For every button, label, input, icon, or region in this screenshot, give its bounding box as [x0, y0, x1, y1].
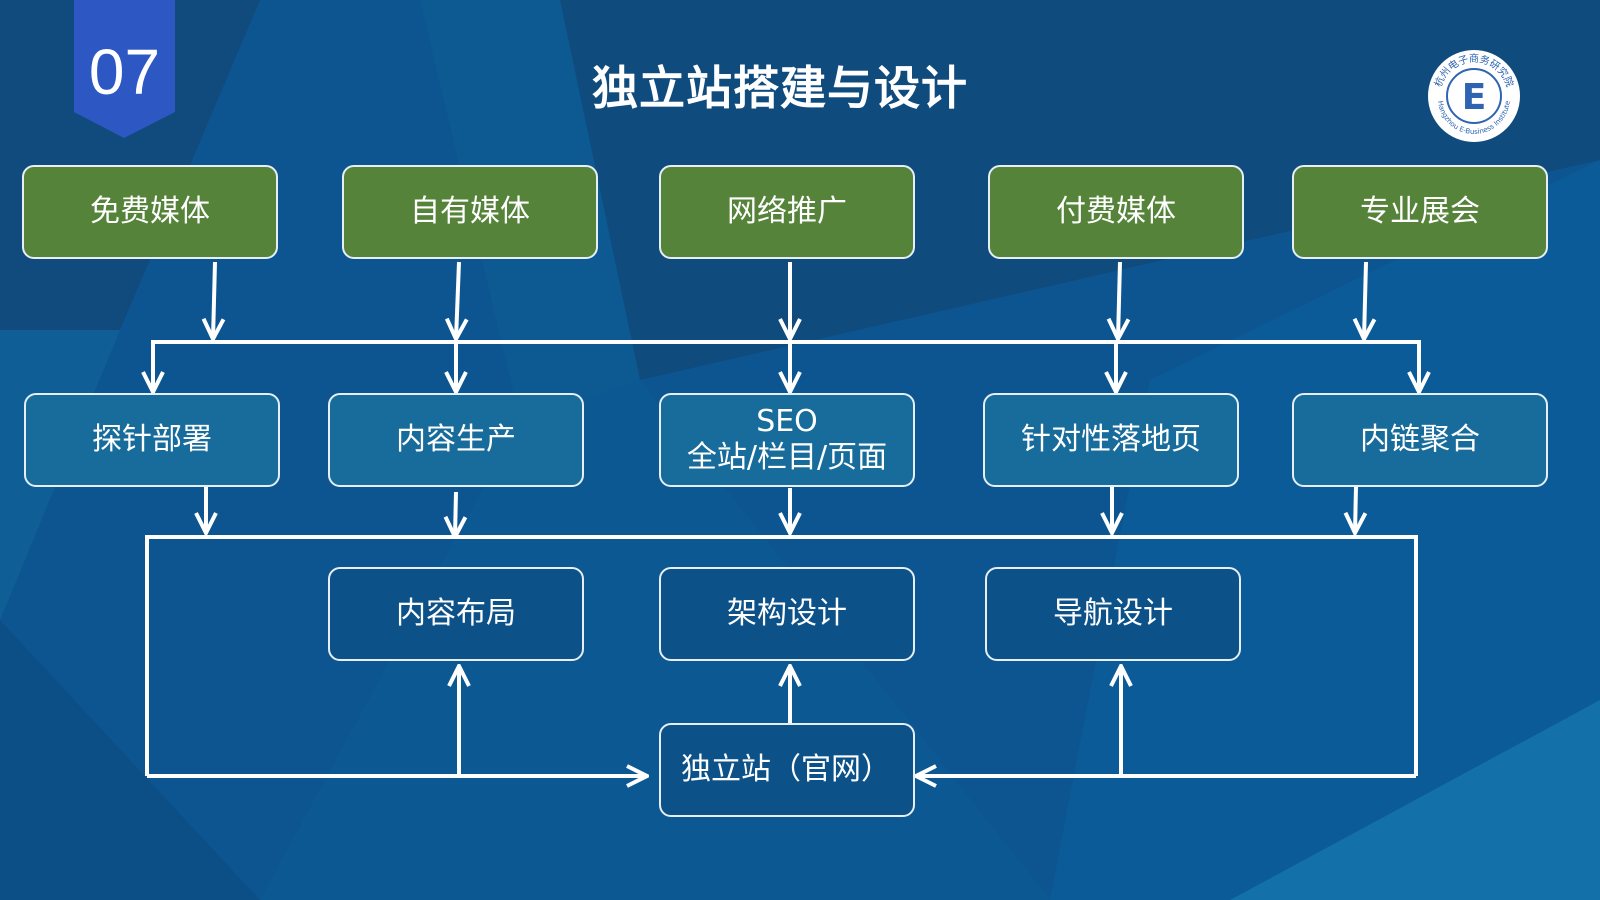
design-box-content-layout: 内容布局: [328, 567, 584, 661]
arrow-src2-bus: [456, 261, 459, 339]
source-label: 专业展会: [1360, 194, 1480, 229]
method-label: 内链聚合: [1360, 422, 1480, 457]
core-label: 独立站（官网）: [681, 752, 891, 787]
source-label: 免费媒体: [90, 194, 210, 229]
method-box-probe: 探针部署: [24, 393, 280, 487]
source-box-online-promotion: 网络推广: [659, 165, 915, 259]
method-label: 针对性落地页: [1021, 422, 1201, 457]
slide-number-badge: 07: [74, 0, 175, 138]
design-label: 架构设计: [727, 596, 847, 631]
arrow-mth2-frame: [455, 491, 456, 537]
method-box-internal-links: 内链聚合: [1292, 393, 1548, 487]
slide-number: 07: [88, 36, 161, 108]
arrow-src4-bus: [1118, 261, 1120, 339]
logo-mark: E: [1462, 77, 1487, 118]
design-box-architecture: 架构设计: [659, 567, 915, 661]
design-label: 导航设计: [1053, 596, 1173, 631]
method-box-landing-page: 针对性落地页: [983, 393, 1239, 487]
arrow-src5-bus: [1364, 261, 1366, 339]
outer-frame: [145, 535, 1418, 776]
source-box-trade-show: 专业展会: [1292, 165, 1548, 259]
arrow-mth5-frame: [1355, 485, 1356, 533]
method-label: 内容生产: [396, 422, 516, 457]
source-box-owned-media: 自有媒体: [342, 165, 598, 259]
arrow-src1-bus: [213, 261, 215, 339]
method-box-content: 内容生产: [328, 393, 584, 487]
method-label: SEO: [756, 404, 818, 439]
source-label: 自有媒体: [410, 194, 530, 229]
slide-title: 独立站搭建与设计: [592, 61, 968, 115]
source-box-paid-media: 付费媒体: [988, 165, 1244, 259]
design-box-navigation: 导航设计: [985, 567, 1241, 661]
design-label: 内容布局: [396, 596, 516, 631]
source-label: 网络推广: [727, 194, 847, 229]
method-label: 探针部署: [92, 422, 212, 457]
source-label: 付费媒体: [1056, 194, 1176, 229]
institute-logo-icon: 杭州电子商务研究院 Hangzhou E-Business Institute …: [1428, 50, 1520, 142]
core-box-website: 独立站（官网）: [659, 723, 915, 817]
method-box-seo: SEO 全站/栏目/页面: [659, 393, 915, 487]
method-label-sub: 全站/栏目/页面: [686, 440, 888, 475]
source-box-free-media: 免费媒体: [22, 165, 278, 259]
